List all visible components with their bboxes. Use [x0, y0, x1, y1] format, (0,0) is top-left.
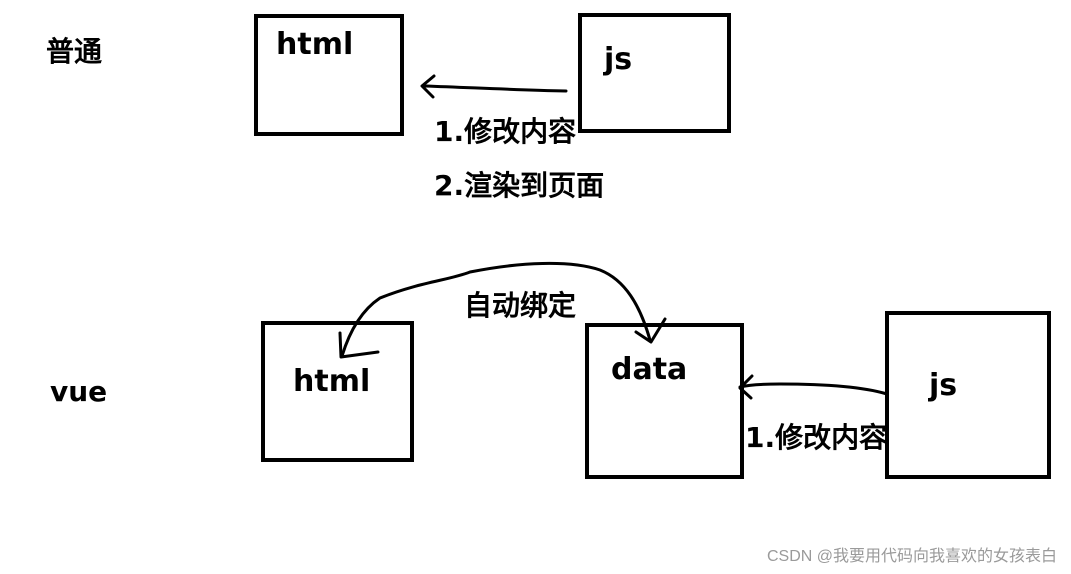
vue-js-to-data-arrow: [738, 382, 889, 396]
vue-js-box-label: js: [929, 368, 958, 403]
vue-html-box: html: [261, 321, 414, 462]
vue-js-box: js: [885, 311, 1051, 479]
vue-data-box: data: [585, 323, 744, 479]
normal-html-box: html: [254, 14, 404, 136]
normal-js-to-html-arrow: [423, 84, 568, 93]
normal-html-box-label: html: [276, 27, 354, 62]
vue-data-box-label: data: [611, 352, 688, 387]
normal-js-box-label: js: [604, 42, 633, 77]
watermark: CSDN @我要用代码向我喜欢的女孩表白: [766, 548, 1057, 565]
vue-step1-label: 1.修改内容: [745, 421, 888, 454]
normal-step1-label: 1.修改内容: [434, 115, 577, 148]
vue-section-label: vue: [50, 375, 108, 408]
normal-step2-label: 2.渲染到页面: [434, 169, 605, 202]
vue-html-box-label: html: [293, 364, 371, 399]
binding-label: 自动绑定: [464, 289, 577, 322]
normal-section-label: 普通: [46, 35, 103, 68]
normal-arrowhead: [420, 74, 436, 99]
normal-js-box: js: [578, 13, 731, 133]
